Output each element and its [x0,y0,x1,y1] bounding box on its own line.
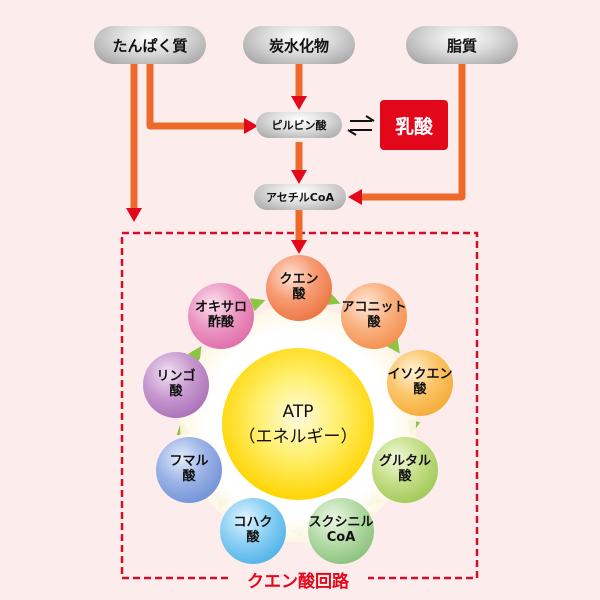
source-carbohydrate: 炭水化物 [243,26,355,64]
cycle-fumaric-acid: フマル酸 [156,437,222,503]
atp-center: ATP （エネルギー） [222,348,374,500]
arrowhead [126,208,142,222]
pyruvate-pill: ピルビン酸 [256,112,342,138]
cycle-citric-acid: クエン酸 [266,255,332,321]
cycle-succinic-acid: コハク酸 [220,498,286,564]
atp-sublabel: （エネルギー） [238,426,358,447]
arrow-fat-to-acetyl [357,62,466,201]
cycle-isocitric-acid: イソクエン酸 [387,350,453,416]
arrowhead [291,240,307,254]
atp-label: ATP [282,401,314,422]
source-fat: 脂質 [406,26,518,64]
lactic-acid-box: 乳酸 [380,100,448,150]
cycle-oxaloacetic-acid: オキサロ酢酸 [188,283,254,349]
arrowhead [291,96,307,110]
arrowhead [348,189,362,205]
arrow-protein-to-pyruvate [146,62,250,130]
source-protein: たんぱく質 [94,26,206,64]
arrowhead [291,170,307,184]
cycle-arrow [249,298,266,312]
cycle-arrow [386,337,400,354]
arrowhead [244,118,258,134]
cycle-arrow [324,292,341,306]
cycle-aconitic-acid: アコニット酸 [341,283,407,349]
acetyl-coa-pill: アセチルCoA [254,184,346,210]
cycle-arrow [187,345,202,362]
equilibrium-arrows [347,115,375,136]
cycle-title: クエン酸回路 [228,566,368,592]
cycle-malic-acid: リンゴ酸 [143,352,209,418]
cycle-glutaric-acid: グルタル酸 [372,437,438,503]
